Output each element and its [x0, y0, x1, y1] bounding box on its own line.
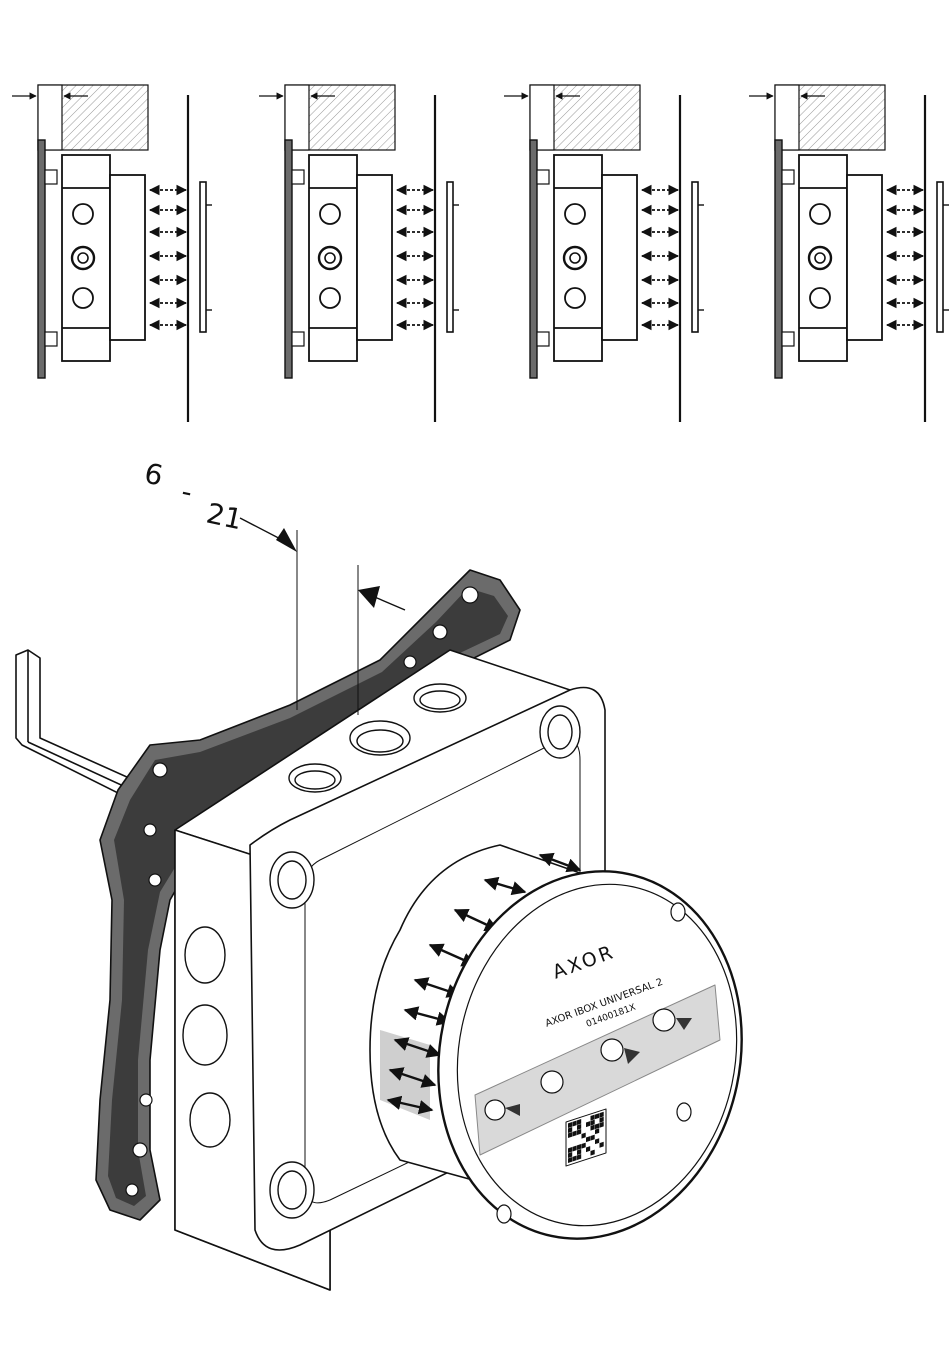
mounting-plate [530, 140, 537, 378]
installation-variant-3 [504, 85, 704, 422]
side-openings [183, 927, 230, 1147]
allen-key-icon [16, 650, 138, 800]
installation-variant-4 [749, 85, 949, 422]
installation-variant-1 [12, 85, 212, 422]
dimension-min: 6 [142, 457, 166, 493]
mounting-plate [285, 140, 292, 378]
dimension-max: 21 [204, 497, 246, 537]
arrow-icon [358, 586, 380, 608]
dimension-separator: - [179, 475, 196, 509]
installation-variant-2 [259, 85, 459, 422]
iso-box-view: AXOR AXOR IBOX UNIVERSAL 2 01400181X 6 -… [16, 457, 775, 1290]
mounting-plate [38, 140, 45, 378]
arrow-icon [276, 528, 297, 552]
mounting-plate [775, 140, 782, 378]
